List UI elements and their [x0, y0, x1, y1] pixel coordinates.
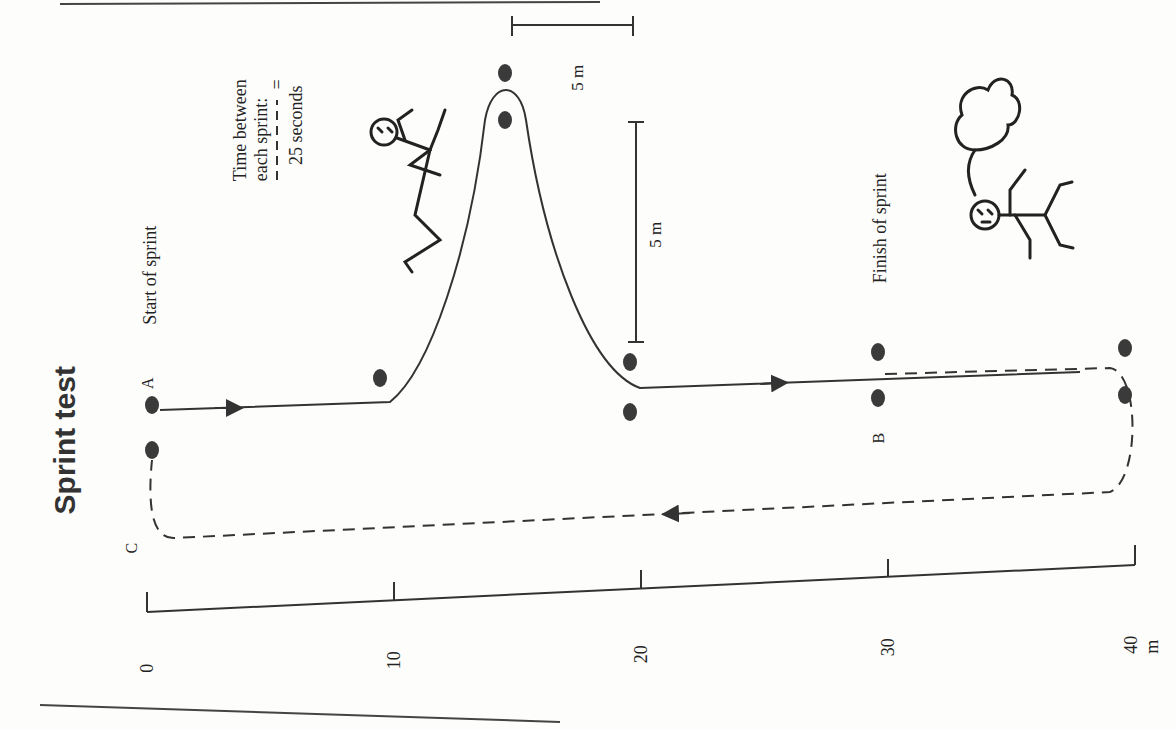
note-text: =: [267, 79, 288, 89]
dimension-label: 5 m: [568, 65, 588, 91]
finish-label: Finish of sprint: [870, 173, 891, 283]
tired-figure: [956, 79, 1073, 258]
cone-markers: [145, 64, 1132, 459]
page-edge: [40, 705, 560, 722]
axis-number: 10: [384, 651, 405, 669]
axis-number: 40 m: [1121, 627, 1162, 653]
title: Sprint test: [48, 366, 83, 514]
runner-figure: [371, 110, 445, 272]
axis-number: 0: [137, 663, 158, 672]
axis-number: 30: [878, 638, 899, 656]
distance-axis: [147, 545, 1135, 612]
direction-arrow: [760, 383, 780, 384]
direction-arrow: [215, 407, 235, 409]
axis-number: 20: [631, 645, 652, 663]
page-edge: [60, 2, 600, 4]
dimension-bar: [512, 16, 644, 342]
start-label: Start of sprint: [140, 225, 161, 324]
dimension-label: 5 m: [646, 222, 666, 248]
point-label: A: [139, 377, 157, 389]
point-label: C: [123, 543, 141, 554]
note-dash: [276, 100, 278, 180]
recovery-route: [150, 368, 1132, 538]
note-text: 25 seconds: [286, 85, 307, 165]
direction-arrow: [670, 513, 690, 514]
point-label: B: [870, 433, 888, 444]
note-text: Time between each sprint:: [229, 56, 270, 181]
